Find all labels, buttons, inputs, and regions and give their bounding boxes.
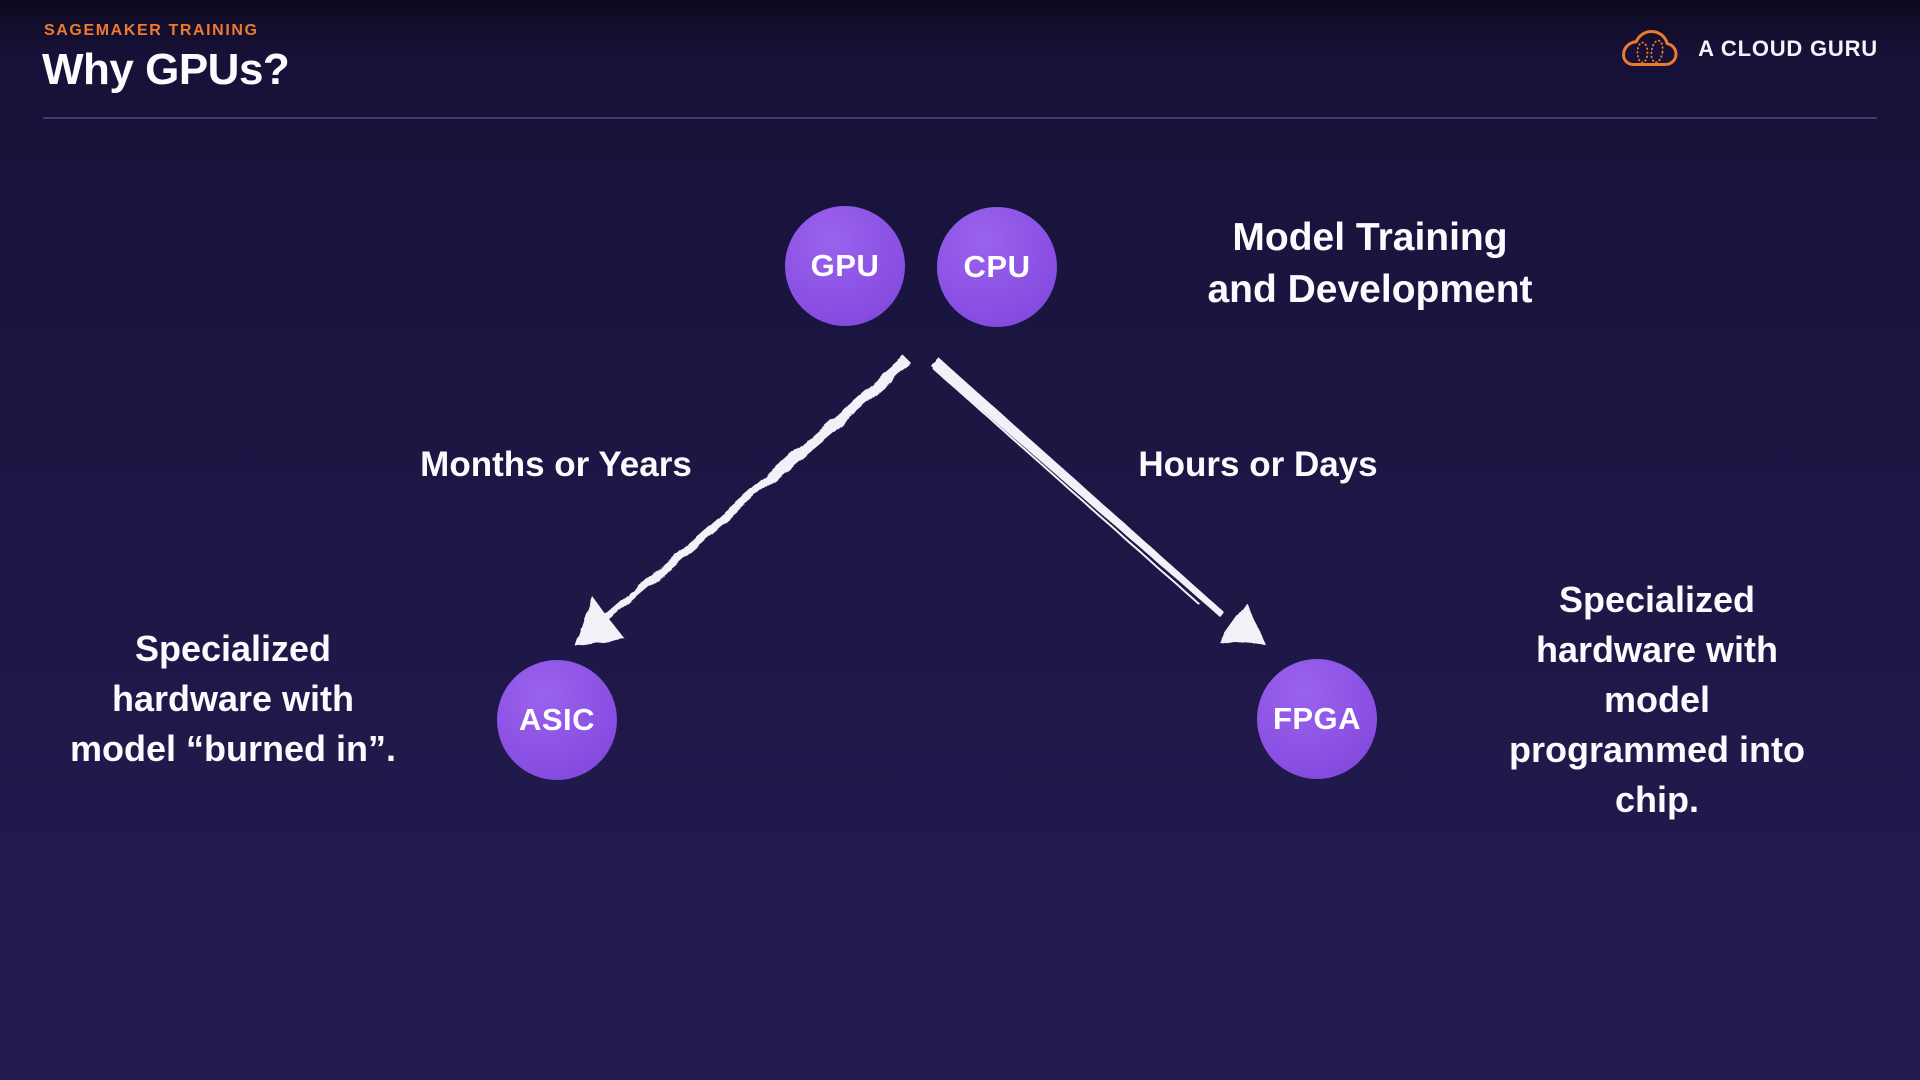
header-divider — [43, 117, 1877, 119]
cpu-node: CPU — [937, 207, 1057, 327]
page-title: Why GPUs? — [42, 45, 290, 94]
fpga-caption: Specialized hardware with model programm… — [1422, 575, 1892, 825]
asic-node: ASIC — [497, 660, 617, 780]
right-arrowhead-icon — [1218, 602, 1266, 645]
left-duration-label: Months or Years — [420, 445, 692, 484]
fpga-node: FPGA — [1257, 659, 1377, 779]
caption-line: hardware with — [111, 678, 355, 719]
right-arrow — [931, 358, 1266, 645]
caption-line: model — [1603, 679, 1710, 720]
caption-line: hardware with — [1535, 629, 1779, 670]
eyebrow-label: SAGEMAKER TRAINING — [44, 22, 259, 39]
caption-line: Model Training — [1232, 216, 1508, 259]
right-duration-label: Hours or Days — [1138, 445, 1378, 484]
asic-caption: Specialized hardware with model “burned … — [0, 624, 468, 774]
caption-line: and Development — [1207, 268, 1533, 311]
brand-name: A CLOUD GURU — [1698, 36, 1878, 61]
cloud-icon — [1617, 26, 1683, 72]
caption-line: model “burned in”. — [69, 728, 396, 769]
left-arrow — [574, 356, 912, 645]
caption-line: Specialized — [134, 628, 332, 669]
caption-line: chip. — [1614, 779, 1699, 820]
caption-line: Specialized — [1558, 579, 1756, 620]
caption-line: programmed into — [1508, 729, 1805, 770]
left-arrowhead-icon — [574, 595, 623, 645]
gpu-node: GPU — [785, 206, 905, 326]
brand-logo: A CLOUD GURU — [1617, 26, 1878, 72]
model-training-caption: Model Training and Development — [1060, 212, 1680, 316]
